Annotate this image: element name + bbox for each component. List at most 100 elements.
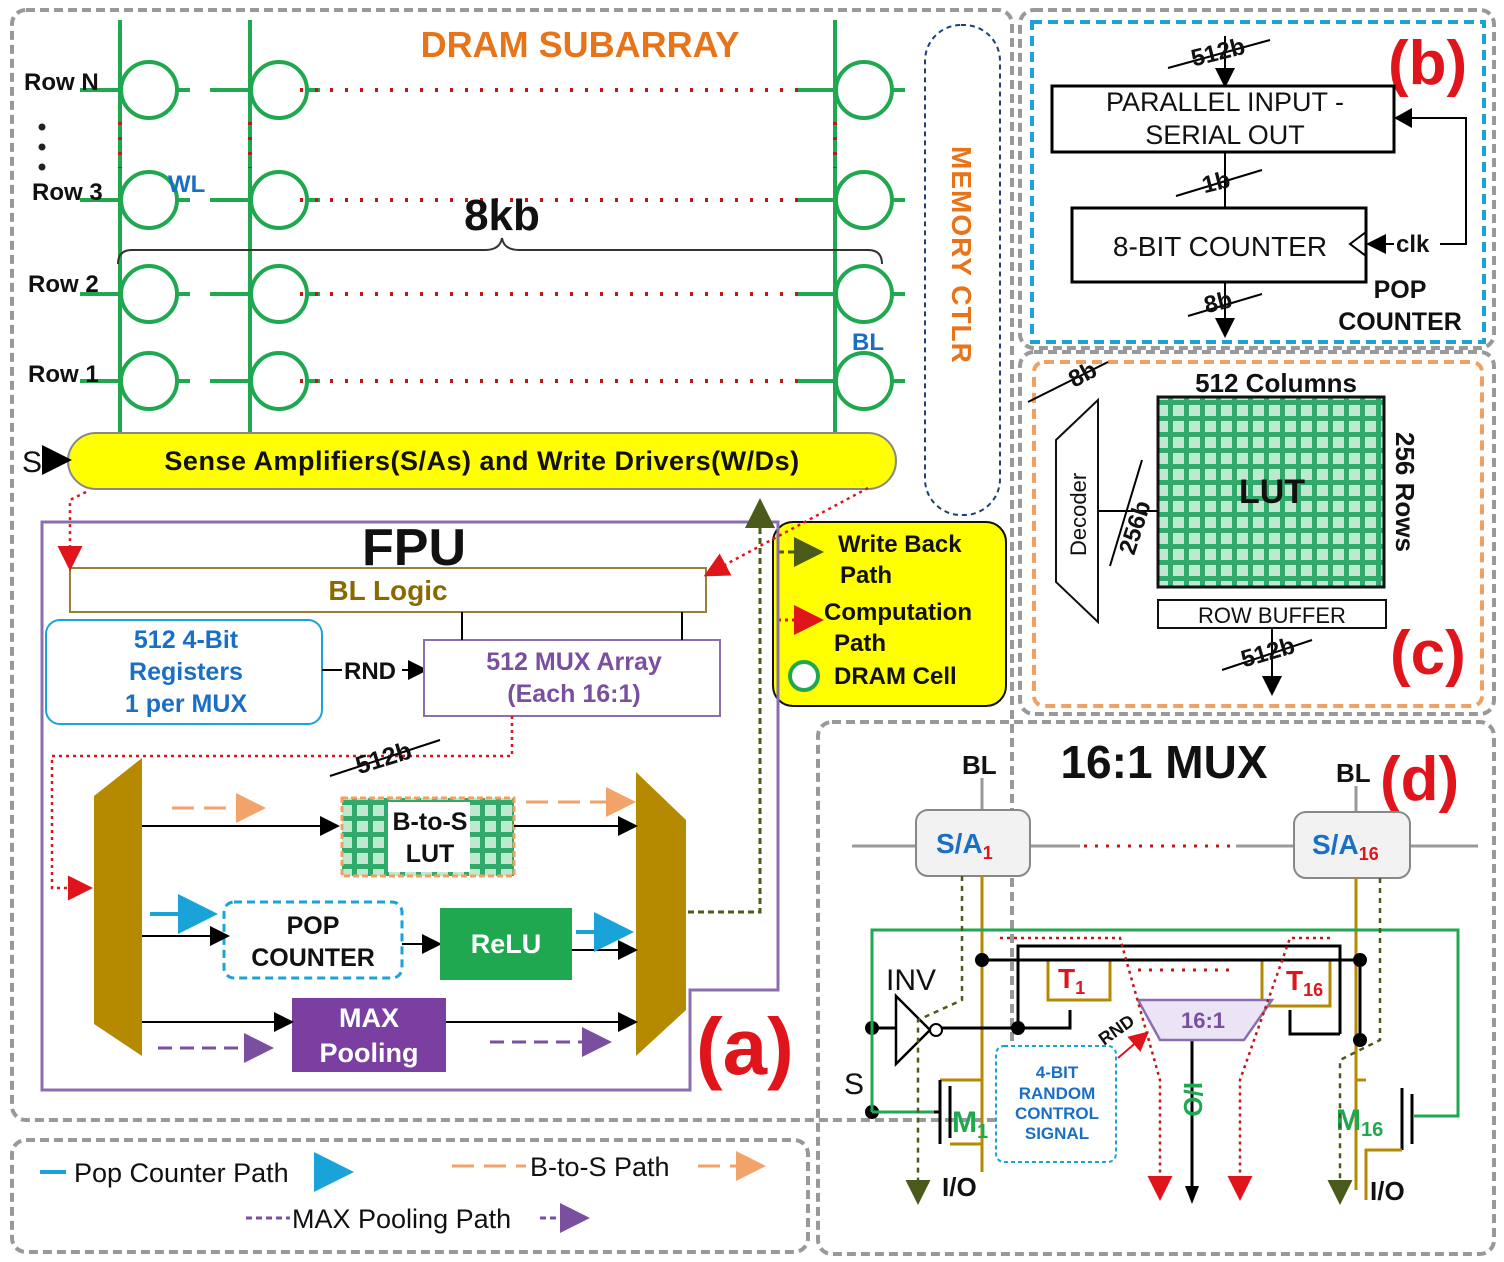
decoder-label: Decoder (1066, 473, 1091, 556)
c-columns: 512 Columns (1195, 368, 1357, 398)
sa1-label: S/A1 (936, 828, 993, 863)
a-bits: 512b (352, 737, 415, 780)
maxpool-line2: Pooling (320, 1038, 419, 1068)
dram-cell (249, 60, 309, 120)
t16-label: T16 (1286, 965, 1323, 1000)
section-borders (10, 8, 1496, 1256)
panel-d-mux: 16:1 MUX (d) BL BL S/A1 S/A16 (844, 736, 1478, 1206)
legend-write-back-1: Write Back (838, 531, 962, 558)
dram-cells (80, 60, 905, 411)
legend-maxpool-label: MAX Pooling Path (292, 1204, 511, 1234)
lut-label: LUT (1239, 473, 1305, 511)
registers-line2: Registers (129, 658, 243, 686)
b-bits-in: 512b (1188, 33, 1248, 72)
m16-label: M16 (1336, 1104, 1383, 1141)
random-line2: RANDOM (1019, 1084, 1096, 1103)
legend-dram-cell: DRAM Cell (834, 663, 957, 690)
bl-logic-box (69, 567, 707, 613)
io-center-label: I/O (1178, 1082, 1208, 1117)
maxpool-line1: MAX (339, 1003, 399, 1033)
btos-line2: LUT (406, 840, 455, 868)
io-left-label: I/O (942, 1172, 977, 1202)
inverter-symbol (894, 992, 932, 1068)
wl-label: WL (168, 171, 205, 198)
counter-label: 8-BIT COUNTER (1113, 231, 1327, 262)
piso-line2: SERIAL OUT (1145, 120, 1305, 150)
inv-label: INV (886, 964, 936, 997)
sa16-label: S/A16 (1312, 829, 1379, 864)
row-3-label: Row 3 (32, 179, 103, 206)
io-right-label: I/O (1370, 1176, 1405, 1206)
dram-cell (119, 264, 179, 324)
dram-cell (834, 264, 894, 324)
panel-b-pop-counter: (b) 512b PARALLEL INPUT - SERIAL OUT 1b … (1030, 20, 1486, 344)
demux-shape (94, 758, 142, 1056)
row-n-label: Row N (24, 69, 99, 96)
panel-c-tag: (c) (1390, 619, 1466, 688)
row-1-label: Row 1 (28, 361, 99, 388)
8kb-brace (117, 237, 883, 265)
dram-cell (249, 264, 309, 324)
sa16-box (1293, 811, 1411, 879)
b-bits-out: 8b (1201, 286, 1235, 319)
decoder-shape (1055, 397, 1099, 625)
mux-label: 16:1 (1181, 1008, 1225, 1033)
8kb-label: 8kb (464, 191, 540, 240)
random-line4: SIGNAL (1025, 1124, 1089, 1143)
dram-cell (119, 351, 179, 411)
c-bits-dec: 256b (1114, 497, 1157, 557)
relu-box (440, 908, 572, 980)
path-legend-box: Write Back Path Computation Path DRAM Ce… (772, 521, 1007, 707)
b-caption1: POP (1374, 276, 1427, 304)
row-buffer (1157, 599, 1387, 629)
mux-array-line1: 512 MUX Array (486, 648, 662, 676)
registers-box (45, 619, 323, 725)
registers-line3: 1 per MUX (125, 690, 248, 718)
panel-c-lut: 8b 512 Columns LUT 256 Rows Decoder 256b… (1027, 356, 1484, 708)
dram-cell (834, 351, 894, 411)
memory-controller: MEMORY CTLR (924, 24, 1001, 516)
legend-pop-label: Pop Counter Path (74, 1158, 289, 1188)
bl-label: BL (852, 329, 884, 356)
dram-subarray: DRAM SUBARRAY Row N Row 3 Row 2 Row 1 WL (22, 20, 905, 490)
b-caption2: COUNTER (1338, 308, 1462, 336)
dram-cell (119, 60, 179, 120)
rnd-label: RND (344, 658, 396, 685)
dram-cell (249, 170, 309, 230)
pop-line2: COUNTER (251, 944, 375, 972)
random-line3: CONTROL (1015, 1104, 1099, 1123)
dram-cell-legend-icon (788, 660, 820, 692)
output-mux-shape (636, 772, 686, 1056)
legend-computation-2: Path (834, 630, 886, 657)
mux-array-line2: (Each 16:1) (507, 680, 640, 708)
dram-cell (249, 351, 309, 411)
piso-line1: PARALLEL INPUT - (1106, 87, 1344, 117)
panel-b-tag: (b) (1388, 29, 1467, 98)
random-line1: 4-BIT (1036, 1063, 1079, 1082)
bl-right-label: BL (1336, 758, 1371, 788)
panel-d-title: 16:1 MUX (1060, 736, 1267, 788)
mux-array-box (423, 639, 721, 717)
counter-box (1070, 206, 1368, 284)
random-control-box (995, 1045, 1117, 1163)
legend-computation-1: Computation (824, 599, 972, 626)
rnd-d-label: RND (1095, 1011, 1138, 1050)
pop-line1: POP (287, 912, 340, 940)
t1-label: T1 (1058, 963, 1085, 998)
bottom-legend: Pop Counter Path B-to-S Path MAX Pooling… (40, 1151, 766, 1234)
c-rows: 256 Rows (1390, 432, 1420, 552)
row-buffer-label: ROW BUFFER (1198, 603, 1346, 628)
relu-label: ReLU (471, 929, 542, 959)
m1-label: M1 (952, 1106, 988, 1143)
panel-a-fpu: FPU BL Logic 512 4-Bit Registers 1 per M… (40, 486, 869, 1092)
lut-array (1156, 395, 1386, 589)
clk-label: clk (1396, 231, 1430, 258)
legend-write-back-2: Path (840, 562, 892, 589)
panel-d-tag: (d) (1380, 745, 1459, 814)
panel-a-tag: (a) (696, 1002, 794, 1091)
c-bits-out: 512b (1238, 632, 1298, 673)
subarray-title: DRAM SUBARRAY (421, 24, 740, 65)
maxpool-box (292, 998, 446, 1072)
bl-left-label: BL (962, 750, 997, 780)
sense-amplifier-label: Sense Amplifiers(S/As) and Write Drivers… (164, 446, 799, 476)
